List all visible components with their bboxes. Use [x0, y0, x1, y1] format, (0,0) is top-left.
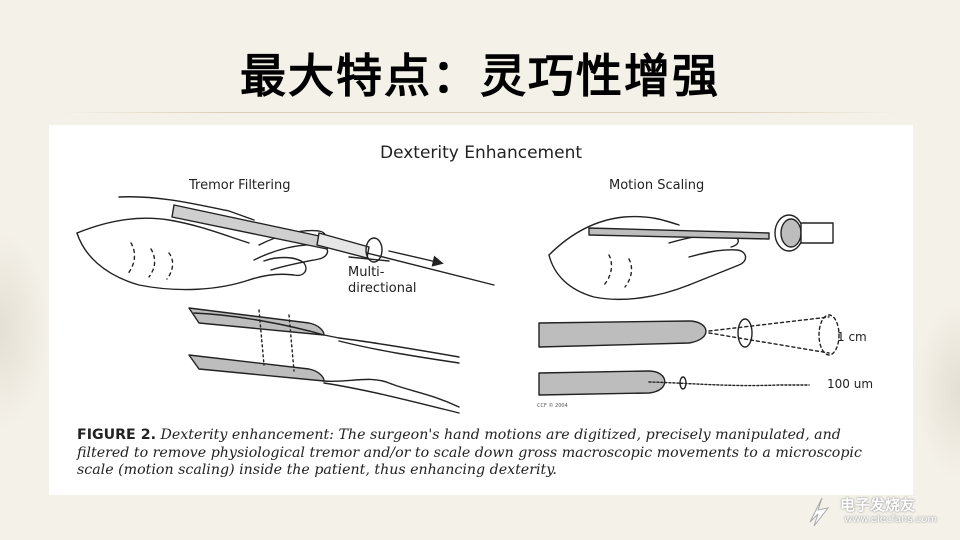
- motion-scaling-label: Motion Scaling: [609, 178, 705, 193]
- caption-label: FIGURE 2.: [77, 427, 156, 443]
- scale-100um-label: 100 um: [827, 377, 874, 391]
- watermark-url: www.elecfans.com: [844, 514, 938, 525]
- right-scale-marker: [774, 214, 834, 252]
- slide-title: 最大特点：灵巧性增强: [240, 49, 720, 103]
- background-texture-left: [0, 230, 50, 430]
- watermark: 电子发烧友 www.elecfans.com: [804, 492, 944, 532]
- scale-1cm-label: 1 cm: [837, 330, 867, 344]
- dexterity-illustration: [76, 196, 840, 414]
- figure-image: Dexterity Enhancement Tremor Filtering M…: [49, 125, 913, 495]
- watermark-name: 电子发烧友: [840, 496, 916, 514]
- multi-directional-label: Multi- directional: [348, 265, 417, 297]
- figure-caption: FIGURE 2. Dexterity enhancement: The sur…: [77, 427, 897, 480]
- right-hand-drawing: [548, 215, 770, 301]
- right-lower-instruments: [538, 314, 840, 396]
- caption-text: Dexterity enhancement: The surgeon's han…: [77, 427, 862, 478]
- figure-title: Dexterity Enhancement: [379, 143, 583, 163]
- copyright-label: CCF © 2004: [537, 403, 568, 409]
- watermark-logo-icon: [809, 497, 830, 527]
- tremor-filtering-label: Tremor Filtering: [189, 178, 291, 193]
- left-lower-instruments: [188, 307, 460, 414]
- multi-label-line2: directional: [348, 281, 417, 296]
- multi-label-line1: Multi-: [348, 265, 385, 280]
- left-instrument-drawing: [171, 204, 495, 286]
- background-texture-right: [915, 300, 960, 480]
- title-divider: [60, 112, 900, 113]
